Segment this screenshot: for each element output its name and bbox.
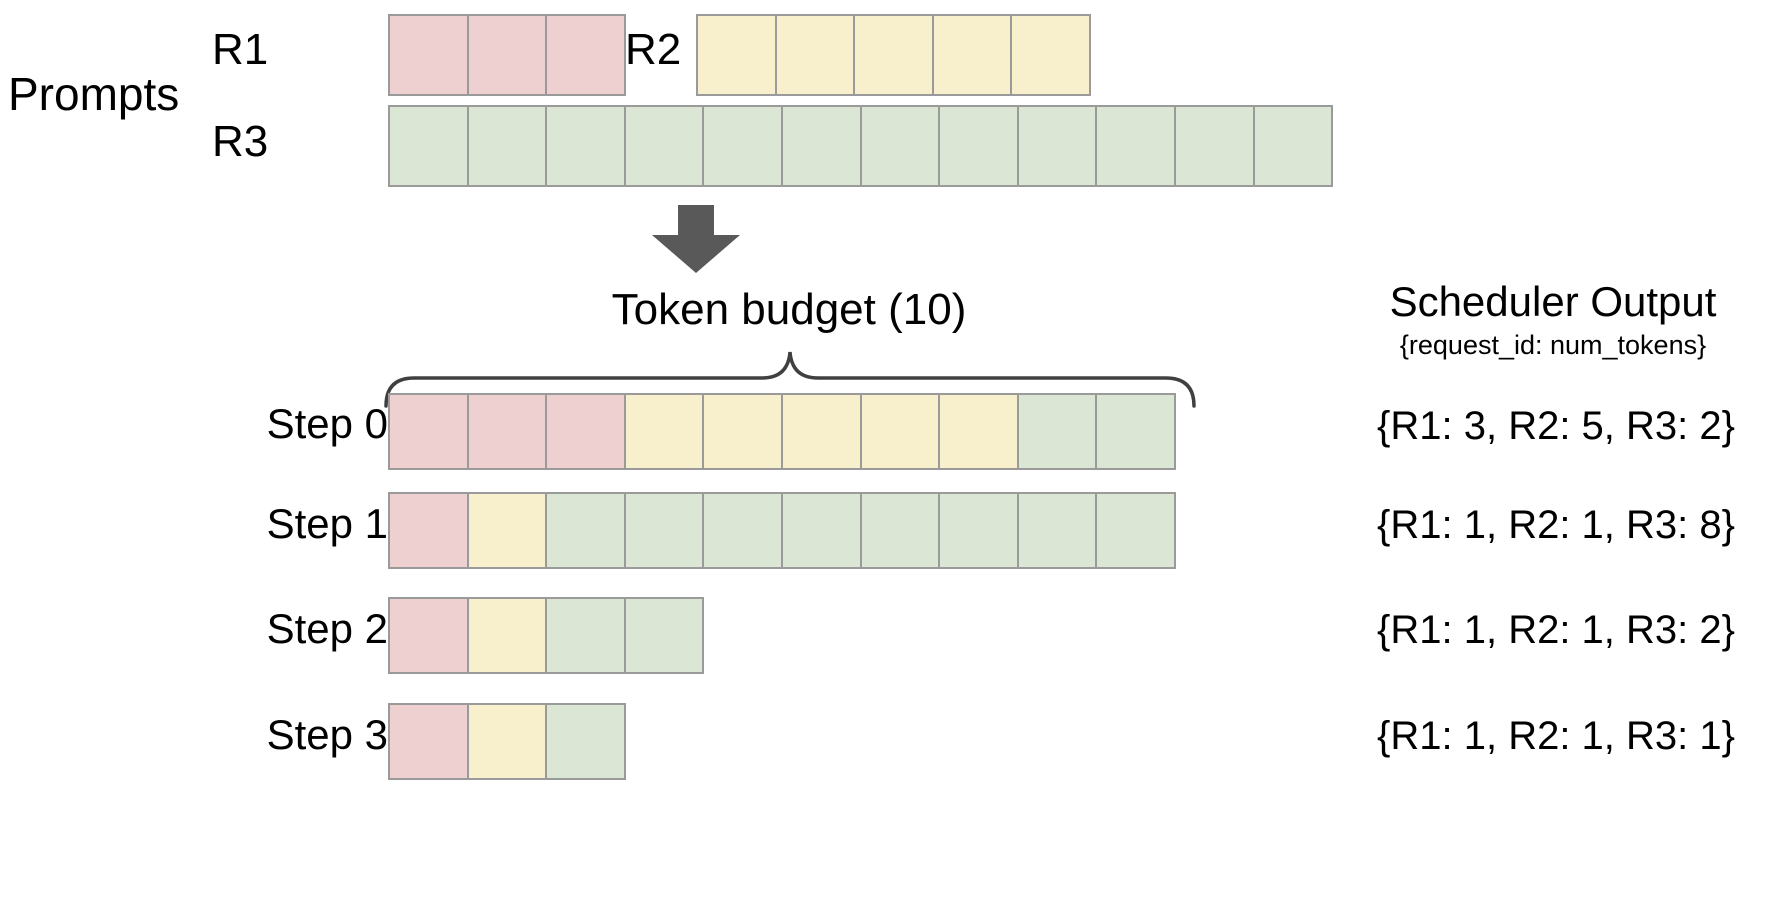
token-cell [623,597,705,674]
token-cell [780,105,862,187]
token-cell [696,14,777,96]
token-cell [388,703,469,780]
token-cell [1095,393,1176,470]
scheduler-output-row-3: {R1: 1, R2: 1, R3: 1} [1377,714,1735,758]
token-cell [545,14,626,96]
step-token-row-2 [388,597,710,674]
token-cell [938,492,1019,569]
token-cell [466,703,548,780]
token-cell [774,14,856,96]
token-cell [1016,393,1098,470]
token-cell [1252,105,1334,187]
token-cell [1095,105,1176,187]
prompt-token-row-r1 [388,14,630,96]
token-cell [1016,492,1098,569]
token-cell [466,492,548,569]
token-budget-label: Token budget (10) [611,285,967,334]
scheduler-output-row-0: {R1: 3, R2: 5, R3: 2} [1377,404,1735,448]
token-cell [623,393,705,470]
token-cell [466,597,548,674]
token-cell [623,492,705,569]
token-cell [466,393,548,470]
token-cell [702,492,783,569]
token-cell [545,393,626,470]
token-cell [702,105,783,187]
prompt-row-label-r1: R1 [212,25,269,74]
token-cell [388,105,469,187]
token-cell [545,105,626,187]
prompt-token-row-r3 [388,105,1355,187]
token-cell [702,393,783,470]
prompt-row-label-r2: R2 [625,25,682,74]
token-cell [859,105,941,187]
token-cell [780,393,862,470]
prompt-row-label-r3: R3 [212,117,269,166]
token-cell [1010,14,1091,96]
token-cell [545,703,626,780]
token-cell [388,393,469,470]
step-label-3: Step 3 [266,711,388,758]
scheduler-output-row-2: {R1: 1, R2: 1, R3: 2} [1377,608,1735,652]
step-label-1: Step 1 [266,500,388,547]
token-cell [545,597,626,674]
token-cell [853,14,934,96]
token-cell [1016,105,1098,187]
token-cell [938,105,1019,187]
prompt-token-row-r2 [696,14,1099,96]
token-cell [545,492,626,569]
prompts-section-label: Prompts [8,68,180,120]
step-token-row-3 [388,703,630,780]
scheduler-output-subtitle: {request_id: num_tokens} [1399,330,1707,360]
token-cell [780,492,862,569]
step-token-row-1 [388,492,1194,569]
token-cell [931,14,1013,96]
token-cell [623,105,705,187]
token-cell [859,393,941,470]
token-cell [388,597,469,674]
curly-brace-icon [380,348,1200,408]
token-cell [466,14,548,96]
step-label-0: Step 0 [266,400,388,447]
token-cell [388,492,469,569]
token-cell [466,105,548,187]
token-cell [1095,492,1176,569]
token-cell [938,393,1019,470]
scheduler-output-title: Scheduler Output [1389,278,1717,325]
token-cell [859,492,941,569]
down-arrow-icon [636,205,756,275]
scheduler-output-row-1: {R1: 1, R2: 1, R3: 8} [1377,503,1735,547]
step-label-2: Step 2 [266,605,388,652]
token-cell [1173,105,1255,187]
step-token-row-0 [388,393,1194,470]
token-cell [388,14,469,96]
